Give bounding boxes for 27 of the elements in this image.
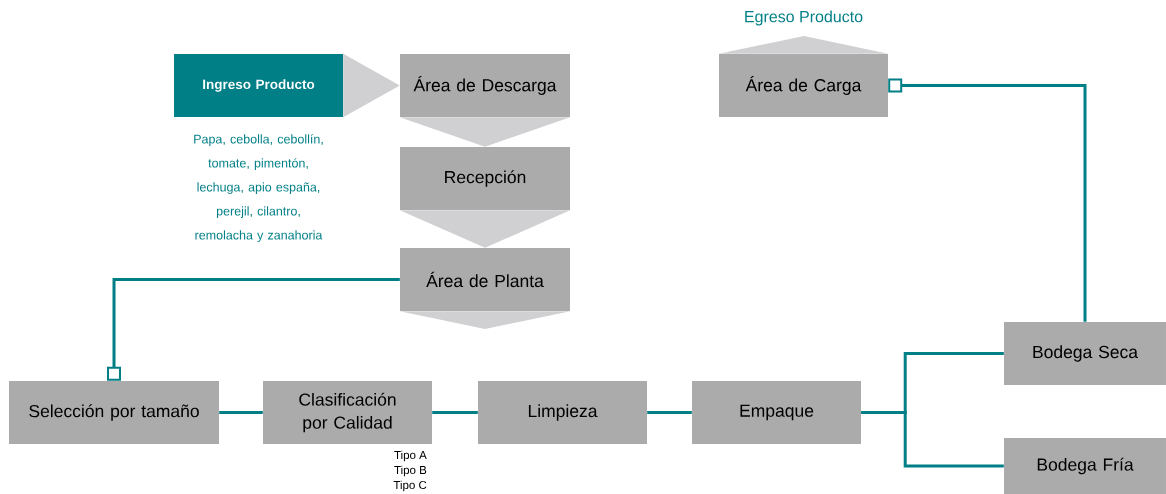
connector-line <box>647 411 692 414</box>
process-box: Recepción <box>400 147 570 210</box>
chevron-arrow <box>718 36 889 54</box>
process-box: Bodega Fría <box>1004 438 1166 494</box>
process-box: Área de Descarga <box>400 54 570 117</box>
process-box: Área de Carga <box>719 54 888 117</box>
connector-line <box>432 411 478 414</box>
connector-line <box>219 411 263 414</box>
type-label: Tipo C <box>393 480 427 492</box>
input-box: Ingreso Producto <box>174 54 343 117</box>
process-box: Clasificación por Calidad <box>263 381 432 444</box>
chevron-arrow <box>343 53 400 118</box>
chevron-arrow <box>399 117 571 147</box>
chevron-arrow <box>399 311 571 329</box>
process-box: Empaque <box>692 381 861 444</box>
product-list: Papa, cebolla, cebollín, tomate, pimentón, lechuga, apio españa, perejil, cilantro, remolacha y zanahoria <box>194 134 323 242</box>
type-label: Tipo A <box>394 450 427 462</box>
type-label: Tipo B <box>394 465 427 477</box>
output-label: Egreso Producto <box>745 10 863 26</box>
chevron-arrow <box>399 210 571 248</box>
connector-line <box>888 78 1087 322</box>
process-box: Área de Planta <box>400 248 570 311</box>
process-box: Limpieza <box>478 381 647 444</box>
connector-line <box>861 411 1004 468</box>
process-box: Bodega Seca <box>1004 322 1166 385</box>
process-box: Selección por tamaño <box>9 381 219 444</box>
connector-line <box>107 278 400 381</box>
